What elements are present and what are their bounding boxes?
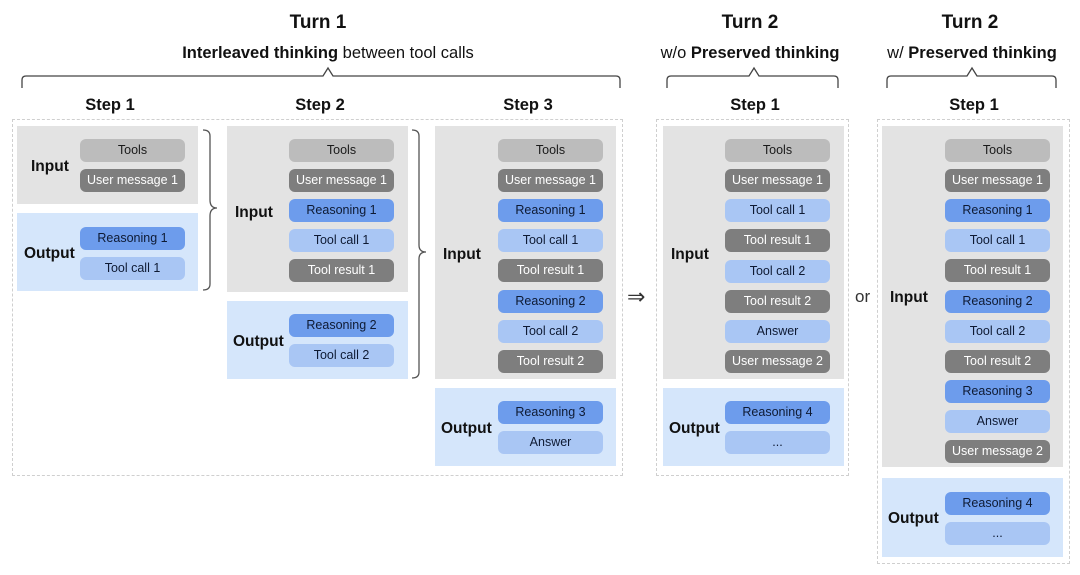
turn1-step3-title: Step 3 <box>503 96 553 114</box>
tool-call-pill: Tool call 2 <box>289 344 394 367</box>
user-message-pill: User message 1 <box>498 169 603 192</box>
tools-pill: Tools <box>945 139 1050 162</box>
tool-result-pill: Tool result 1 <box>289 259 394 282</box>
turn1-step1-input-label: Input <box>31 158 69 175</box>
reasoning-pill: Reasoning 1 <box>80 227 185 250</box>
turn1-title: Turn 1 <box>289 12 347 33</box>
turn2a-title: Turn 2 <box>721 12 779 33</box>
turn2a-frame <box>656 119 849 476</box>
turn2b-step1-title: Step 1 <box>949 96 999 114</box>
tool-call-pill: Tool call 2 <box>725 260 830 283</box>
reasoning-pill: Reasoning 3 <box>945 380 1050 403</box>
reasoning-pill: Reasoning 1 <box>289 199 394 222</box>
tool-call-pill: Tool call 1 <box>80 257 185 280</box>
tool-result-pill: Tool result 2 <box>498 350 603 373</box>
turn2b-subtitle-bold: Preserved thinking <box>908 44 1057 62</box>
user-message-pill: User message 1 <box>80 169 185 192</box>
tool-result-pill: Tool result 2 <box>725 290 830 313</box>
user-message-pill: User message 1 <box>725 169 830 192</box>
reasoning-pill: Reasoning 1 <box>498 199 603 222</box>
tool-result-pill: Tool result 1 <box>725 229 830 252</box>
turn2b-output-label: Output <box>888 510 939 527</box>
turn2b-subtitle: w/ Preserved thinking <box>852 44 1080 63</box>
ellipsis-pill: ... <box>725 431 830 454</box>
answer-pill: Answer <box>498 431 603 454</box>
turn2b-title: Turn 2 <box>941 12 999 33</box>
tool-result-pill: Tool result 2 <box>945 350 1050 373</box>
answer-pill: Answer <box>945 410 1050 433</box>
tool-call-pill: Tool call 1 <box>289 229 394 252</box>
turn1-step3-input-label: Input <box>443 246 481 263</box>
ellipsis-pill: ... <box>945 522 1050 545</box>
tool-result-pill: Tool result 1 <box>498 259 603 282</box>
turn2a-output-label: Output <box>669 420 720 437</box>
turn2a-subtitle: w/o Preserved thinking <box>630 44 870 63</box>
reasoning-pill: Reasoning 4 <box>725 401 830 424</box>
turn1-subtitle-bold: Interleaved thinking <box>182 44 339 62</box>
arrow-icon: ⇒ <box>627 284 646 309</box>
tools-pill: Tools <box>289 139 394 162</box>
tools-pill: Tools <box>498 139 603 162</box>
turn2b-subtitle-pre: w/ <box>887 44 909 62</box>
turn1-step1-output-label: Output <box>24 245 75 262</box>
turn2a-step1-title: Step 1 <box>730 96 780 114</box>
reasoning-pill: Reasoning 3 <box>498 401 603 424</box>
tools-pill: Tools <box>725 139 830 162</box>
turn2b-frame <box>877 119 1070 564</box>
turn1-frame <box>12 119 623 476</box>
tool-call-pill: Tool call 1 <box>725 199 830 222</box>
tool-result-pill: Tool result 1 <box>945 259 1050 282</box>
reasoning-pill: Reasoning 2 <box>498 290 603 313</box>
turn2a-subtitle-bold: Preserved thinking <box>690 44 840 62</box>
turn1-step3-output-label: Output <box>441 420 492 437</box>
turn1-step2-input-label: Input <box>235 204 273 221</box>
turn2b-input-label: Input <box>890 289 928 306</box>
user-message-pill: User message 1 <box>945 169 1050 192</box>
tool-call-pill: Tool call 1 <box>945 229 1050 252</box>
answer-pill: Answer <box>725 320 830 343</box>
turn1-subtitle-rest: between tool calls <box>338 44 474 62</box>
tool-call-pill: Tool call 2 <box>498 320 603 343</box>
turn2a-input-label: Input <box>671 246 709 263</box>
turn1-subtitle: Interleaved thinking between tool calls <box>118 44 538 63</box>
user-message-pill: User message 2 <box>725 350 830 373</box>
turn1-step2-title: Step 2 <box>295 96 345 114</box>
user-message-pill: User message 1 <box>289 169 394 192</box>
tools-pill: Tools <box>80 139 185 162</box>
tool-call-pill: Tool call 1 <box>498 229 603 252</box>
tool-call-pill: Tool call 2 <box>945 320 1050 343</box>
turn1-step2-output-label: Output <box>233 333 284 350</box>
or-label: or <box>855 287 871 306</box>
reasoning-pill: Reasoning 2 <box>945 290 1050 313</box>
turn2a-subtitle-pre: w/o <box>660 44 691 62</box>
reasoning-pill: Reasoning 4 <box>945 492 1050 515</box>
reasoning-pill: Reasoning 1 <box>945 199 1050 222</box>
user-message-pill: User message 2 <box>945 440 1050 463</box>
reasoning-pill: Reasoning 2 <box>289 314 394 337</box>
turn1-step1-title: Step 1 <box>85 96 135 114</box>
